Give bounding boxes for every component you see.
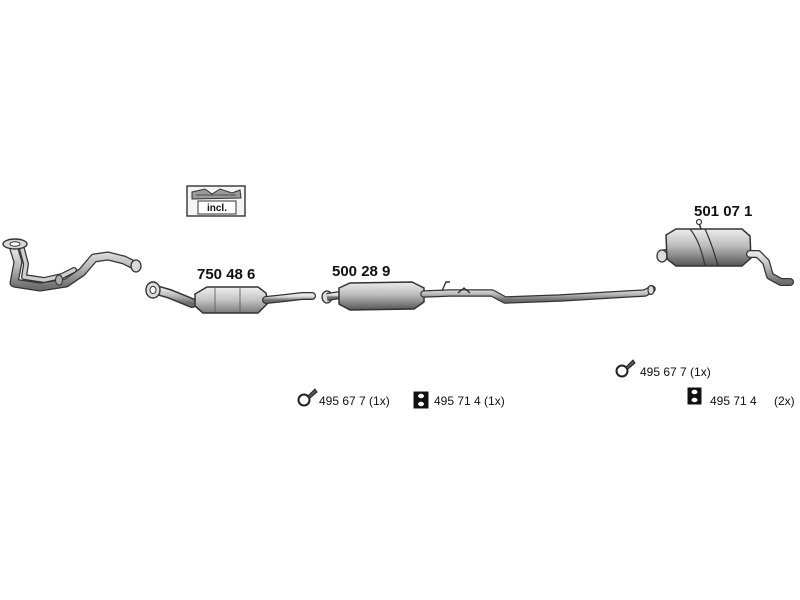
accessory-hanger-quantity: (2x) <box>774 394 795 408</box>
accessory-group-1: 495 67 7 (1x) 495 71 4 (1x) <box>297 388 505 409</box>
accessory-hanger-label: 495 71 4 (1x) <box>434 394 505 408</box>
kit-label: incl. <box>207 203 227 214</box>
catalytic-converter-part-number: 750 48 6 <box>197 266 255 283</box>
kit-included-badge: incl. <box>186 185 246 217</box>
pipe-clamp-icon <box>615 359 636 378</box>
middle-silencer-part-number: 500 28 9 <box>332 263 390 280</box>
rear-silencer-inlet <box>656 249 668 263</box>
catalytic-converter <box>145 281 316 314</box>
kit-contents-icon <box>191 188 242 200</box>
front-pipe <box>2 238 142 292</box>
middle-silencer <box>321 281 656 311</box>
accessory-hanger-label: 495 71 4 <box>710 394 757 408</box>
rear-silencer <box>656 218 794 286</box>
rear-silencer-part-number: 501 07 1 <box>694 203 752 220</box>
accessory-group-2: 495 67 7 (1x) 495 71 4 (2x) <box>615 359 795 408</box>
pipe-clamp-icon <box>297 388 318 407</box>
accessory-clamp-label: 495 67 7 (1x) <box>640 365 711 379</box>
accessory-clamp-label: 495 67 7 (1x) <box>319 394 390 408</box>
rubber-hanger-icon <box>413 391 429 409</box>
rubber-hanger-icon <box>687 387 702 405</box>
